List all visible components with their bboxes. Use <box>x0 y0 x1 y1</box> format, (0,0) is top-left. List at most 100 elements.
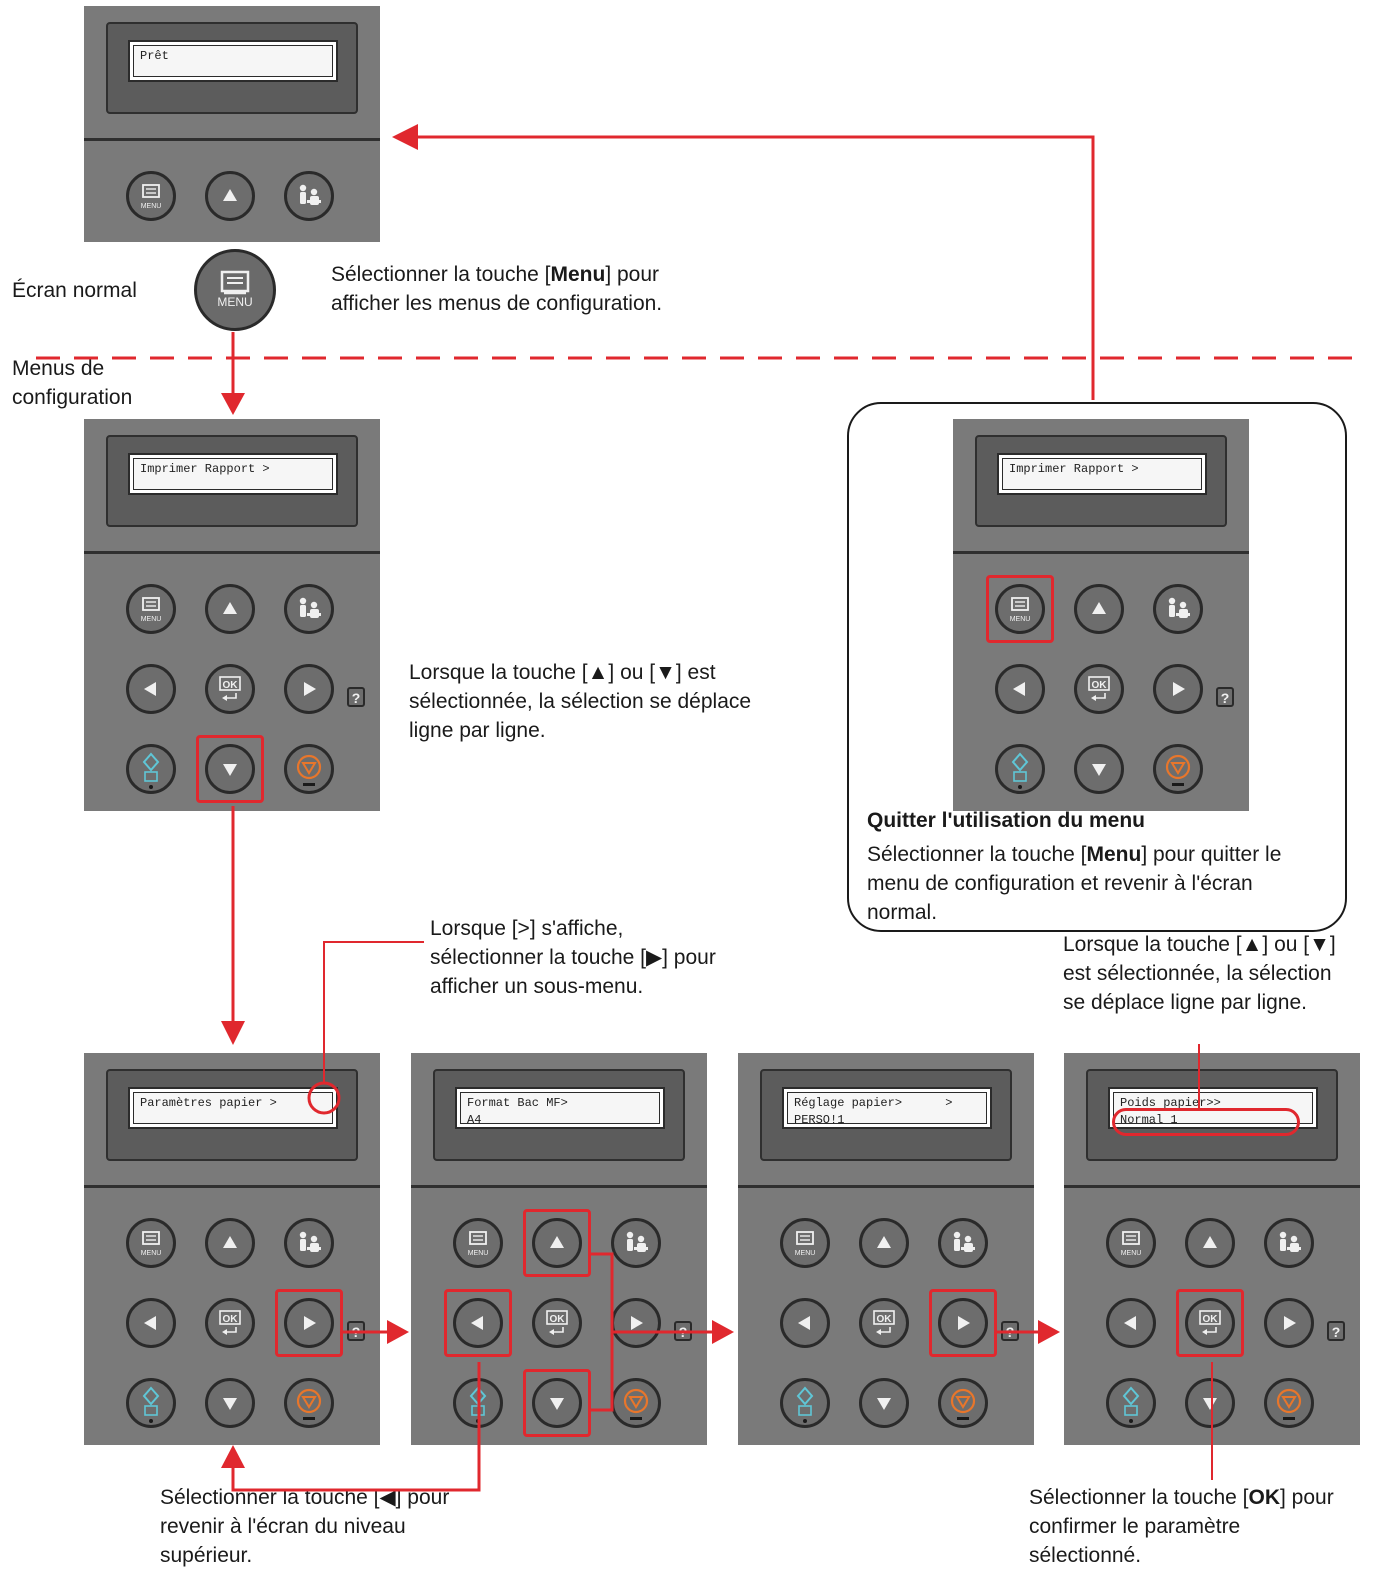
left-arrow-icon <box>1013 682 1025 696</box>
up-button[interactable] <box>1185 1218 1235 1268</box>
down-button[interactable] <box>532 1378 582 1428</box>
user-button[interactable] <box>1153 584 1203 634</box>
right-arrow-3-head <box>1038 1320 1060 1344</box>
caption-updown-right: Lorsque la touche [▲] ou [▼] est sélecti… <box>1063 933 1336 1014</box>
user-icon <box>1279 1231 1301 1252</box>
svg-text:MENU: MENU <box>1121 1250 1142 1257</box>
down-arrow-icon <box>223 1398 237 1410</box>
start-button[interactable] <box>1106 1378 1156 1428</box>
stop-button[interactable] <box>611 1378 661 1428</box>
ok-enter-icon: OK <box>219 676 241 701</box>
stop-button[interactable] <box>284 744 334 794</box>
start-button[interactable] <box>995 744 1045 794</box>
caption-ok-confirm: Sélectionner la touche [OK] pour confirm… <box>1029 1483 1334 1570</box>
help-icon[interactable]: ? <box>1216 687 1234 707</box>
down-button[interactable] <box>205 744 255 794</box>
down-button[interactable] <box>205 1378 255 1428</box>
menu-button[interactable]: MENU <box>126 1218 176 1268</box>
start-icon <box>1011 752 1029 789</box>
label-config-menus: Menus de configuration <box>12 357 133 409</box>
user-button[interactable] <box>611 1218 661 1268</box>
stop-icon <box>296 754 322 786</box>
panel-report-right: Imprimer Rapport > MENU OK? <box>953 419 1249 811</box>
left-button[interactable] <box>126 664 176 714</box>
lcd-frame: Prêt <box>106 22 358 114</box>
ok-enter-icon: OK <box>219 1310 241 1335</box>
return-arrow-head <box>392 124 418 150</box>
menu-button[interactable]: MENU <box>1106 1218 1156 1268</box>
menu-button[interactable]: MENU <box>995 584 1045 634</box>
up-button[interactable] <box>205 171 255 221</box>
highlight-down-key <box>196 735 264 803</box>
ok-enter-icon: OK <box>546 1310 568 1335</box>
down-arrow-icon <box>877 1398 891 1410</box>
ok-button[interactable]: OK <box>205 1298 255 1348</box>
ok-button[interactable]: OK <box>1074 664 1124 714</box>
stop-icon <box>623 1388 649 1420</box>
start-icon <box>142 752 160 789</box>
stop-button[interactable] <box>284 1378 334 1428</box>
up-arrow-icon <box>877 1236 891 1248</box>
stop-button[interactable] <box>938 1378 988 1428</box>
menu-key-large[interactable]: MENU <box>194 249 276 331</box>
ok-button[interactable]: OK <box>859 1298 909 1348</box>
user-button[interactable] <box>284 584 334 634</box>
user-button[interactable] <box>938 1218 988 1268</box>
quit-caption: Sélectionner la touche [Menu] pour quitt… <box>867 840 1281 927</box>
left-button[interactable] <box>126 1298 176 1348</box>
start-button[interactable] <box>780 1378 830 1428</box>
down-button[interactable] <box>1185 1378 1235 1428</box>
up-button[interactable] <box>205 1218 255 1268</box>
up-button[interactable] <box>532 1218 582 1268</box>
up-button[interactable] <box>859 1218 909 1268</box>
user-button[interactable] <box>284 1218 334 1268</box>
ok-button[interactable]: OK <box>532 1298 582 1348</box>
lcd-display: Imprimer Rapport > <box>997 453 1207 495</box>
help-icon[interactable]: ? <box>1327 1321 1345 1341</box>
down-button[interactable] <box>1074 744 1124 794</box>
left-button[interactable] <box>780 1298 830 1348</box>
ok-button[interactable]: OK <box>205 664 255 714</box>
highlight-right-key <box>275 1289 343 1357</box>
menu-button[interactable]: MENU <box>126 171 176 221</box>
right-button[interactable] <box>284 1298 334 1348</box>
caption-menu-select-post: ] pour afficher les menus de configurati… <box>331 263 663 315</box>
left-arrow-icon <box>144 1316 156 1330</box>
up-button[interactable] <box>205 584 255 634</box>
menu-button[interactable]: MENU <box>126 584 176 634</box>
stop-button[interactable] <box>1264 1378 1314 1428</box>
right-button[interactable] <box>1153 664 1203 714</box>
start-button[interactable] <box>126 1378 176 1428</box>
menu-button[interactable]: MENU <box>780 1218 830 1268</box>
quit-menu-box <box>847 402 1347 932</box>
ok-enter-icon: OK <box>1199 1310 1221 1335</box>
ok-button[interactable]: OK <box>1185 1298 1235 1348</box>
updown-bracket-line <box>591 1252 614 1412</box>
menu-button[interactable]: MENU <box>453 1218 503 1268</box>
up-button[interactable] <box>1074 584 1124 634</box>
stop-button[interactable] <box>1153 744 1203 794</box>
label-normal-screen: Écran normal <box>12 279 137 302</box>
left-button[interactable] <box>453 1298 503 1348</box>
user-button[interactable] <box>1264 1218 1314 1268</box>
right-button[interactable] <box>284 664 334 714</box>
down-arrow-icon <box>223 764 237 776</box>
user-icon <box>953 1231 975 1252</box>
caption-ok-key: OK <box>1248 1486 1280 1509</box>
ok-enter-icon: OK <box>1088 676 1110 701</box>
highlight-left-key <box>444 1289 512 1357</box>
right-button[interactable] <box>1264 1298 1314 1348</box>
right-arrow-icon <box>631 1316 643 1330</box>
menu-icon: MENU <box>795 1231 815 1257</box>
left-button[interactable] <box>995 664 1045 714</box>
user-button[interactable] <box>284 171 334 221</box>
left-button[interactable] <box>1106 1298 1156 1348</box>
caption-updown-line: Lorsque la touche [▲] ou [▼] est sélecti… <box>409 661 752 742</box>
start-button[interactable] <box>126 744 176 794</box>
svg-text:OK: OK <box>223 1314 239 1325</box>
help-icon[interactable]: ? <box>347 687 365 707</box>
down-button[interactable] <box>859 1378 909 1428</box>
right-button[interactable] <box>938 1298 988 1348</box>
caption-menu-select: Sélectionner la touche [Menu] pour affic… <box>331 260 662 318</box>
